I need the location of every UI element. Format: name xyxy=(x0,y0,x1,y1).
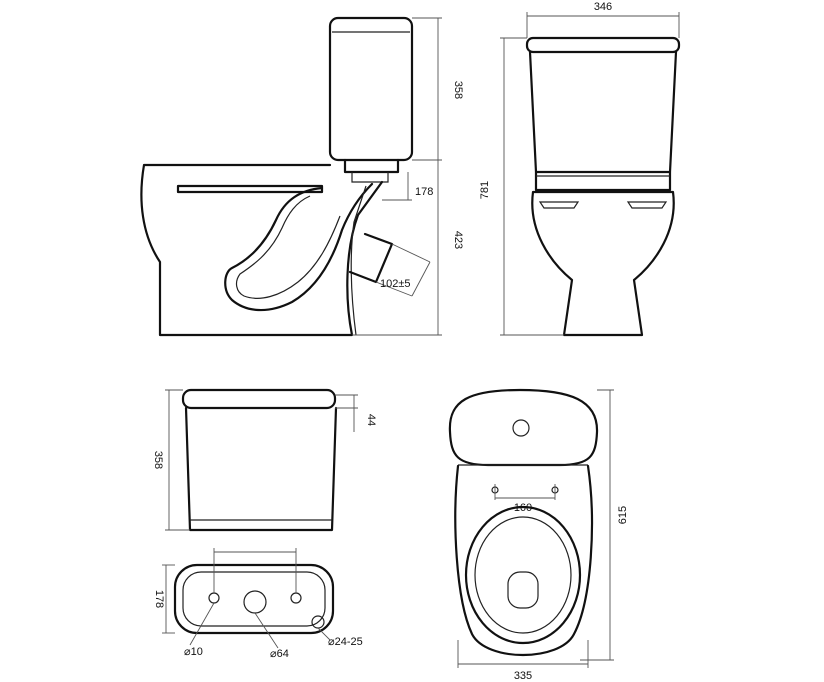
top-drain xyxy=(507,571,539,609)
dim-side-outlet-diameter: 102±5 xyxy=(380,278,411,290)
dim-tank-lid-thickness: 44 xyxy=(365,414,377,426)
dim-side-outlet-height: 423 xyxy=(452,231,464,249)
tank-front-lid xyxy=(181,388,337,410)
dim-hole-small: ⌀10 xyxy=(184,646,203,658)
front-view xyxy=(500,12,681,337)
front-bowl xyxy=(531,190,675,337)
side-outlet-pipe xyxy=(348,232,394,284)
dim-top-total-depth: 615 xyxy=(617,506,629,524)
dim-top-bowl-width: 335 xyxy=(514,670,532,682)
top-seat-rim xyxy=(464,505,582,645)
front-tank-lid xyxy=(525,36,681,54)
dim-top-hole-spacing: 160 xyxy=(514,502,532,514)
tank-front-body xyxy=(184,406,338,532)
top-bowl-outline xyxy=(454,464,593,657)
dim-front-total-height: 781 xyxy=(479,181,491,199)
dim-hole-flush: ⌀64 xyxy=(270,648,289,660)
side-tank xyxy=(328,16,414,162)
tank-top-view xyxy=(162,548,335,649)
top-tank xyxy=(448,388,599,467)
dim-hole-inlet: ⌀24-25 xyxy=(328,636,363,648)
dim-side-outlet-offset: 178 xyxy=(415,186,433,198)
top-view xyxy=(448,388,614,668)
side-trapway xyxy=(224,182,374,312)
dim-tank-top-depth: 178 xyxy=(153,590,165,608)
tank-top-outline xyxy=(173,563,335,635)
dim-front-tank-width: 346 xyxy=(594,1,612,13)
dim-tank-front-height: 358 xyxy=(152,451,164,469)
front-tank-body xyxy=(528,50,678,174)
side-view xyxy=(140,16,442,337)
dim-side-tank-height: 358 xyxy=(452,81,464,99)
tank-front-view xyxy=(165,388,358,532)
top-flush-button xyxy=(512,419,530,437)
